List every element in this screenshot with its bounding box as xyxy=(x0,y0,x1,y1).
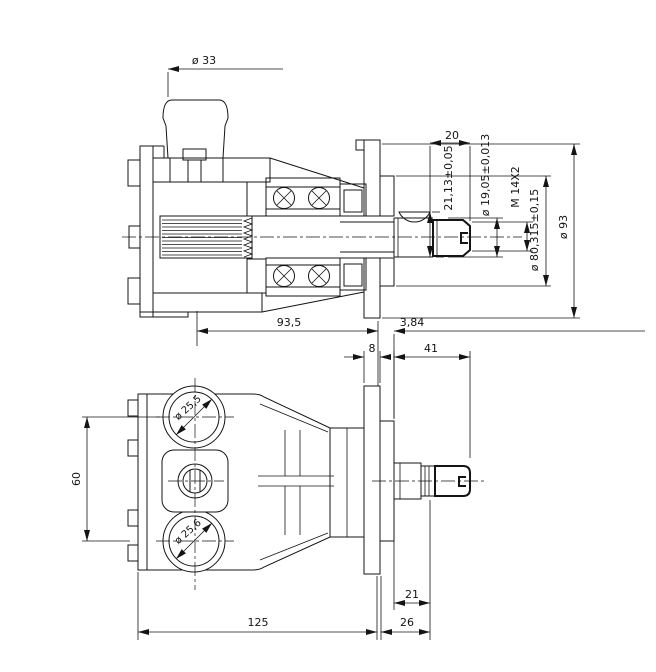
adjustment-screw xyxy=(182,148,207,183)
dim-flange-thickness: 8 xyxy=(369,342,376,355)
dim-pilot-diameter: ø 80,315±0,15 xyxy=(528,189,541,271)
dim-shaft-extension: 41 xyxy=(424,342,438,355)
dim-thread-spec: M 14X2 xyxy=(509,166,522,208)
drive-shaft xyxy=(340,211,471,258)
ball-bearing-top xyxy=(265,177,341,217)
dim-pilot-offset: 3,84 xyxy=(400,316,425,329)
threaded-shaft-end xyxy=(432,219,471,257)
ball-bearing-bottom xyxy=(265,257,341,297)
dim-housing-to-flange: 93,5 xyxy=(277,316,302,329)
section-dimensions: ø 33 20 21,13±0,05 ø 19,05±0,013 M 14X2 … xyxy=(167,54,645,419)
dim-key-height: 21,13±0,05 xyxy=(442,145,455,210)
dim-body-length: 125 xyxy=(248,616,269,629)
dim-shaft-total-length: 26 xyxy=(400,616,414,629)
dim-port-diameter: ø 33 xyxy=(192,54,216,67)
suction-port xyxy=(162,99,229,159)
front-dimensions: 8 41 60 ø 25,5 ø 25,6 21 125 26 xyxy=(70,342,471,640)
dim-shaft-diameter: ø 19,05±0,013 xyxy=(479,134,492,216)
mounting-flange xyxy=(355,139,395,319)
section-view xyxy=(122,99,522,319)
dim-port-spacing: 60 xyxy=(70,472,83,486)
dim-thread-length: 20 xyxy=(445,129,459,142)
dim-shaft-thread-length: 21 xyxy=(405,588,419,601)
dim-flange-diameter: ø 93 xyxy=(557,215,570,239)
